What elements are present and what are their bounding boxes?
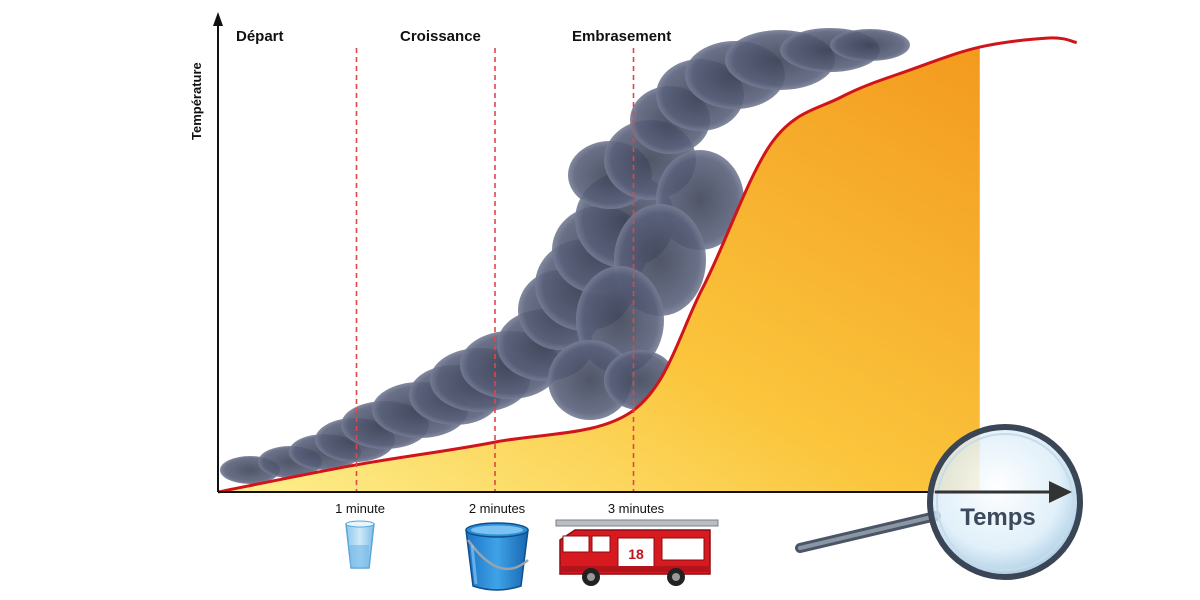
temperature-curve [217,36,1078,494]
smoke-cloud [220,28,910,484]
x-axis-label: Temps [960,504,1036,531]
phase-marker-lines [355,48,635,492]
tick-label-3-minutes: 3 minutes [608,501,665,516]
fire-truck-icon: 18 [555,519,719,586]
tick-label-1-minute: 1 minute [335,501,385,516]
temperature-area [218,47,980,492]
magnifying-glass-icon [795,424,1083,580]
fire-truck-number: 18 [628,546,644,562]
small-water-cup-icon [345,520,375,569]
x-axis-arrow [1049,481,1072,503]
smoke-puff [830,29,910,61]
y-axis-label: Température [189,62,204,140]
smoke-puff [548,340,632,420]
phase-label-croissance: Croissance [400,28,481,45]
phase-label-depart: Départ [236,28,284,45]
phase-label-embrasement: Embrasement [572,28,671,45]
tick-label-2-minutes: 2 minutes [469,501,526,516]
y-axis-arrow [213,12,223,26]
water-bucket-icon [465,522,529,591]
